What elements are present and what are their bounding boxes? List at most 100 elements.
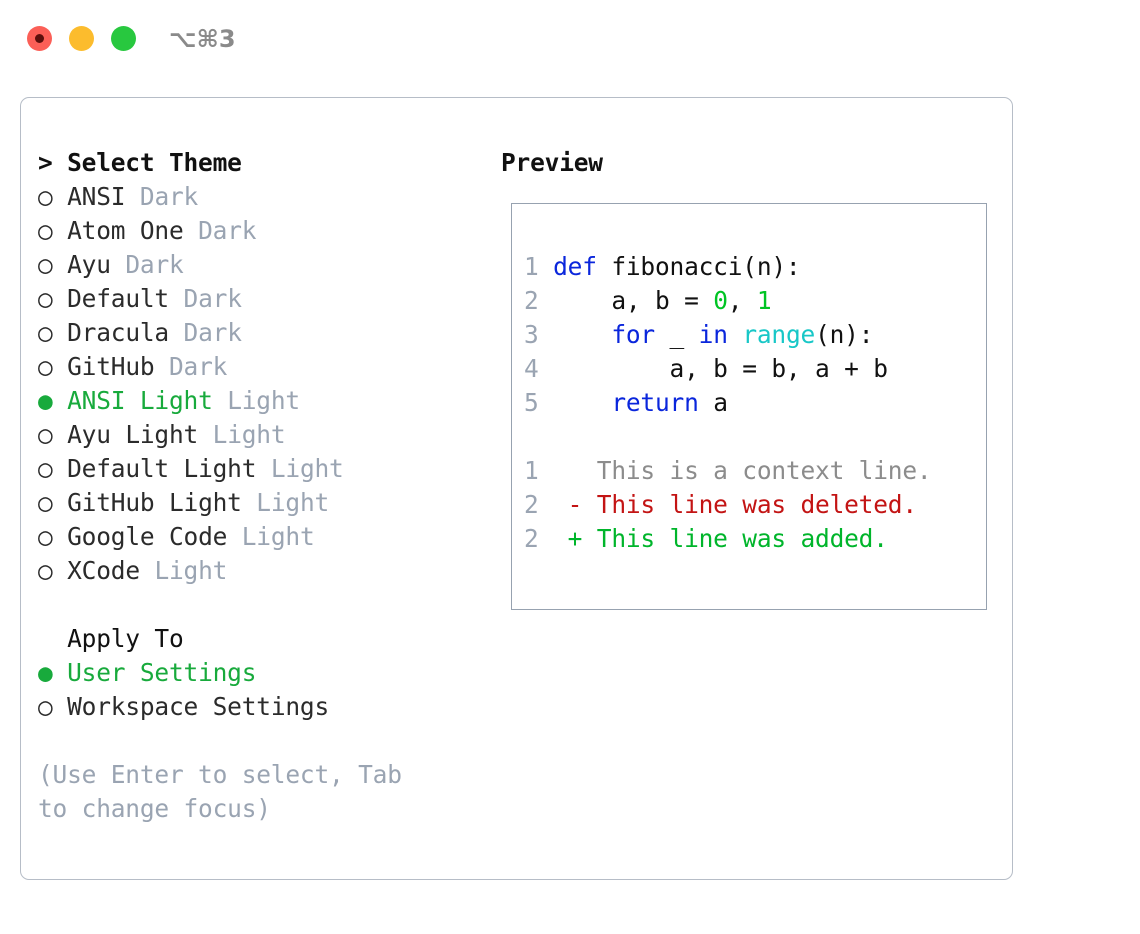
- code-line: 5 return a: [524, 386, 931, 420]
- radio-unselected-icon: ○: [38, 692, 53, 721]
- theme-option-label: GitHub Light: [67, 488, 242, 517]
- diff-line: 2 + This line was added.: [524, 522, 931, 556]
- code-line: 4 a, b = b, a + b: [524, 352, 931, 386]
- apply-to-option[interactable]: ○ Workspace Settings: [38, 690, 488, 724]
- code-token: in: [698, 320, 728, 349]
- diff-marker: -: [538, 490, 597, 519]
- apply-to-heading: ○ Apply To: [67, 624, 184, 653]
- theme-option[interactable]: ○ GitHub Light Light: [38, 486, 488, 520]
- code-token: [553, 320, 611, 349]
- keyboard-hint-text: (Use Enter to select, Tab to change focu…: [38, 760, 417, 823]
- code-line-number: 5: [524, 388, 539, 417]
- close-button[interactable]: [27, 26, 52, 51]
- dialog-card: > Select Theme ○ ANSI Dark○ Atom One Dar…: [20, 97, 1013, 880]
- diff-line: 2 - This line was deleted.: [524, 488, 931, 522]
- theme-picker-prompt: > Select Theme: [38, 148, 242, 177]
- maximize-button[interactable]: [111, 26, 136, 51]
- radio-unselected-icon: ○: [38, 522, 53, 551]
- theme-option-label: ANSI: [67, 182, 126, 211]
- theme-option-kind: Dark: [169, 352, 228, 381]
- radio-unselected-icon: ○: [38, 488, 53, 517]
- theme-option-kind: Light: [241, 522, 315, 551]
- diff-line-number: 2: [524, 524, 539, 553]
- theme-option-label: Ayu Light: [67, 420, 199, 449]
- apply-to-list[interactable]: ● User Settings○ Workspace Settings: [38, 656, 488, 724]
- theme-option-kind: Light: [154, 556, 228, 585]
- code-token: a, b = b, a + b: [553, 354, 888, 383]
- theme-option-kind: Dark: [183, 318, 242, 347]
- theme-option-label: ANSI Light: [67, 386, 213, 415]
- preview-pane: Preview 1 def fibonacci(n):2 a, b = 0, 1…: [501, 146, 1001, 610]
- theme-option[interactable]: ○ Ayu Light Light: [38, 418, 488, 452]
- title-bar: ⌥⌘3: [0, 0, 1140, 78]
- theme-option-kind: Light: [227, 386, 300, 415]
- apply-to-option-label: Workspace Settings: [67, 692, 330, 721]
- code-token: (n):: [815, 320, 874, 349]
- theme-option-kind: Dark: [183, 284, 242, 313]
- code-line-number: 4: [524, 354, 539, 383]
- theme-option-label: Atom One: [67, 216, 184, 245]
- radio-selected-icon: ●: [38, 658, 53, 687]
- theme-option[interactable]: ○ XCode Light: [38, 554, 488, 588]
- theme-option-label: GitHub: [67, 352, 155, 381]
- radio-selected-icon: ●: [38, 386, 53, 415]
- theme-option-kind: Dark: [125, 250, 184, 279]
- radio-unselected-icon: ○: [38, 284, 53, 313]
- theme-option-label: Default: [67, 284, 169, 313]
- theme-option-kind: Dark: [198, 216, 257, 245]
- minimize-button[interactable]: [69, 26, 94, 51]
- theme-option[interactable]: ○ Default Dark: [38, 282, 488, 316]
- keyboard-shortcut-label: ⌥⌘3: [169, 25, 236, 53]
- preview-title: Preview: [501, 148, 603, 177]
- apply-to-option[interactable]: ● User Settings: [38, 656, 488, 690]
- code-token: 1: [756, 286, 772, 315]
- code-token: ,: [727, 286, 757, 315]
- theme-option-kind: Dark: [139, 182, 199, 211]
- diff-text: This line was added.: [596, 524, 888, 553]
- code-token: a: [698, 388, 728, 417]
- code-line: 2 a, b = 0, 1: [524, 284, 931, 318]
- code-token: a, b =: [553, 286, 714, 315]
- theme-option[interactable]: ○ Ayu Dark: [38, 248, 488, 282]
- theme-option[interactable]: ○ Default Light Light: [38, 452, 488, 486]
- theme-option-kind: Light: [212, 420, 286, 449]
- apply-to-group: ○ Apply To ● User Settings○ Workspace Se…: [38, 622, 488, 724]
- theme-option[interactable]: ○ GitHub Dark: [38, 350, 488, 384]
- theme-option[interactable]: ○ Google Code Light: [38, 520, 488, 554]
- code-line-number: 1: [524, 252, 539, 281]
- radio-unselected-icon: ○: [38, 556, 53, 585]
- theme-option-kind: Light: [256, 488, 330, 517]
- code-line-number: 3: [524, 320, 539, 349]
- theme-option[interactable]: ● ANSI Light Light: [38, 384, 488, 418]
- diff-line: 1 This is a context line.: [524, 454, 932, 488]
- diff-text: This line was deleted.: [596, 490, 917, 519]
- theme-option-label: Dracula: [67, 318, 169, 347]
- diff-line-number: 1: [524, 456, 539, 485]
- apply-to-option-label: User Settings: [67, 658, 257, 687]
- theme-option[interactable]: ○ ANSI Dark: [38, 180, 488, 214]
- theme-option-label: Google Code: [67, 522, 228, 551]
- theme-option-label: XCode: [67, 556, 140, 585]
- radio-unselected-icon: ○: [38, 454, 53, 483]
- theme-list[interactable]: ○ ANSI Dark○ Atom One Dark○ Ayu Dark○ De…: [38, 180, 488, 588]
- theme-option[interactable]: ○ Atom One Dark: [38, 214, 488, 248]
- code-token: _: [654, 320, 699, 349]
- radio-unselected-icon: ○: [38, 352, 53, 381]
- theme-picker-pane: > Select Theme ○ ANSI Dark○ Atom One Dar…: [38, 146, 488, 826]
- radio-unselected-icon: ○: [38, 318, 53, 347]
- window-controls: [27, 26, 136, 51]
- diff-marker: +: [538, 524, 597, 553]
- code-token: fibonacci(n):: [596, 252, 801, 281]
- code-token: return: [611, 388, 699, 417]
- code-token: def: [553, 252, 597, 281]
- code-line: 1 def fibonacci(n):: [524, 250, 931, 284]
- theme-option[interactable]: ○ Dracula Dark: [38, 316, 488, 350]
- diff-marker: [539, 456, 597, 485]
- code-token: [553, 388, 611, 417]
- theme-option-label: Default Light: [67, 454, 257, 483]
- code-token: for: [611, 320, 655, 349]
- theme-option-kind: Light: [270, 454, 344, 483]
